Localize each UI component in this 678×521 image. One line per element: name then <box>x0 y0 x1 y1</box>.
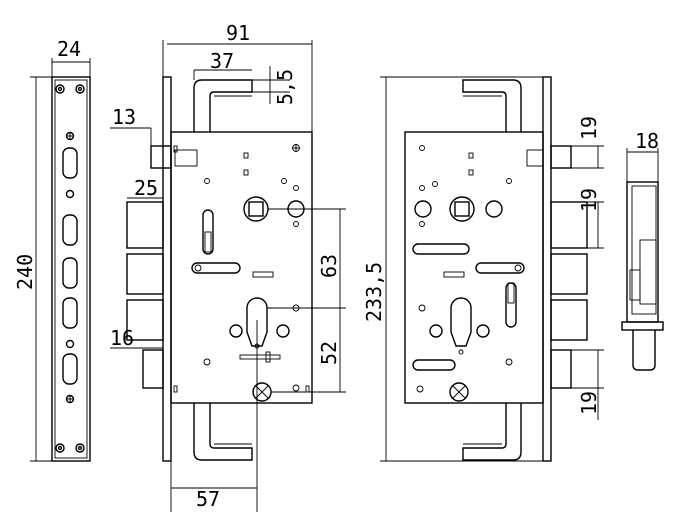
dim-cylinder-to-bottom: 52 <box>317 341 341 365</box>
dim-bolt-25: 25 <box>134 176 158 200</box>
faceplate-view: 24 240 <box>13 37 91 462</box>
dim-hook-gap: 5,5 <box>273 69 297 105</box>
faceplate-slots <box>62 147 78 385</box>
dim-bolt-19-b: 19 <box>577 188 601 212</box>
dim-spindle-to-cylinder: 63 <box>317 254 341 278</box>
dim-latch-19: 19 <box>577 116 601 140</box>
lock-front-view: 91 37 5,5 13 25 16 63 52 57 <box>110 21 346 512</box>
dim-body-width: 91 <box>226 21 250 45</box>
dim-backset: 57 <box>196 487 220 511</box>
dim-spindle-offset: 13 <box>112 105 136 129</box>
faceplate-screws <box>55 84 85 453</box>
lock-back-view: 233,5 19 19 19 <box>362 76 604 462</box>
dim-faceplate-width: 24 <box>57 37 81 61</box>
dim-faceplate-height: 240 <box>13 254 37 290</box>
dim-profile-18: 18 <box>635 129 659 153</box>
dim-bolt-16: 16 <box>110 326 134 350</box>
dim-bolt-19-c: 19 <box>577 391 601 415</box>
dim-hook-width: 37 <box>210 49 234 73</box>
dim-body-height: 233,5 <box>362 262 386 322</box>
lock-side-profile: 18 <box>621 129 664 371</box>
